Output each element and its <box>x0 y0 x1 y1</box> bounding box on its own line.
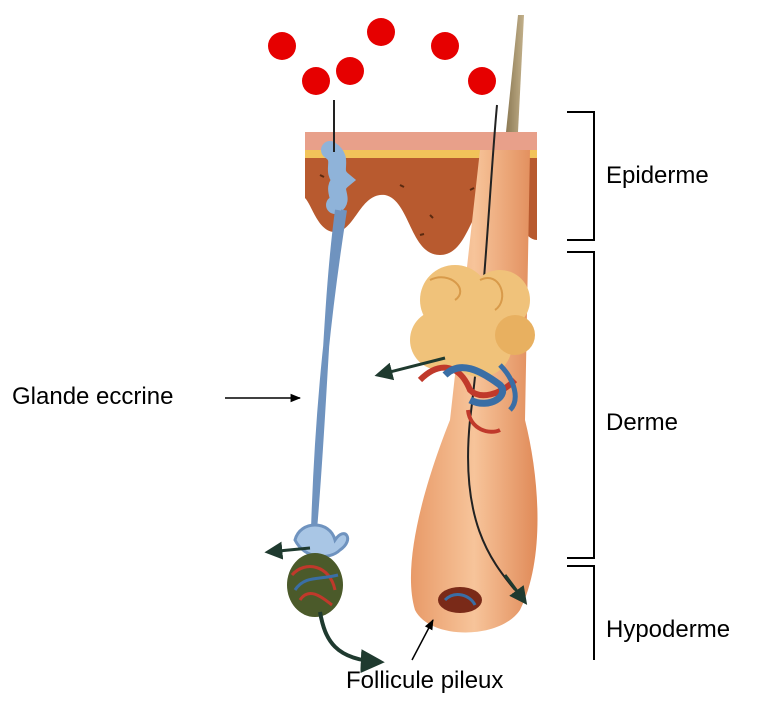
secretion-dot <box>302 67 330 95</box>
label-derme: Derme <box>606 409 678 436</box>
hair-shaft <box>506 15 524 132</box>
layer-brackets <box>567 112 594 660</box>
label-follicule-pileux: Follicule pileux <box>346 667 503 694</box>
bracket-hypoderme <box>567 566 594 660</box>
secretion-dot <box>336 57 364 85</box>
secretion-dots <box>268 18 496 95</box>
label-hypoderme: Hypoderme <box>606 616 730 643</box>
label-glande-eccrine: Glande eccrine <box>12 383 173 410</box>
secretion-dot <box>367 18 395 46</box>
secretion-dot <box>431 32 459 60</box>
arrow-gland-bottom <box>320 612 380 662</box>
secretion-dot <box>268 32 296 60</box>
bracket-epiderme <box>567 112 594 240</box>
label-epiderme: Epiderme <box>606 162 709 189</box>
secretion-dot <box>468 67 496 95</box>
bracket-derme <box>567 252 594 558</box>
follicule-pointer <box>412 620 433 660</box>
